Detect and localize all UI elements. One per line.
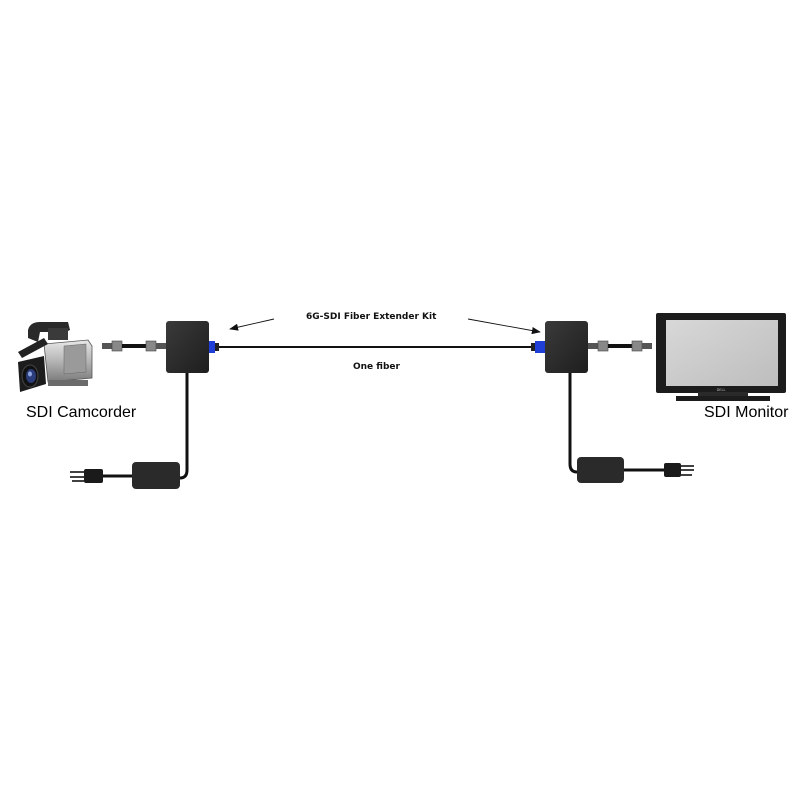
- fiber-receiver-icon: [531, 321, 588, 373]
- camcorder-icon: [18, 322, 93, 392]
- power-adapter-icon: [132, 462, 180, 489]
- sdi-cable-left: [102, 340, 166, 352]
- fiber-label: One fiber: [353, 362, 400, 372]
- power-plug-icon: [664, 463, 694, 477]
- monitor-brand-text: DELL: [717, 388, 726, 392]
- kit-arrow-right: [467, 318, 541, 335]
- monitor-icon: DELL: [656, 313, 786, 401]
- fiber-transmitter-icon: [166, 321, 219, 373]
- power-cable-right: [568, 373, 664, 474]
- power-cable-left: [103, 373, 189, 480]
- power-plug-icon: [70, 469, 103, 483]
- camcorder-label: SDI Camcorder: [26, 404, 137, 421]
- kit-label: 6G-SDI Fiber Extender Kit: [306, 312, 437, 322]
- monitor-label: SDI Monitor: [704, 404, 789, 421]
- sdi-cable-right: [588, 340, 652, 352]
- power-adapter-icon: [577, 457, 624, 483]
- kit-arrow-left: [229, 318, 275, 331]
